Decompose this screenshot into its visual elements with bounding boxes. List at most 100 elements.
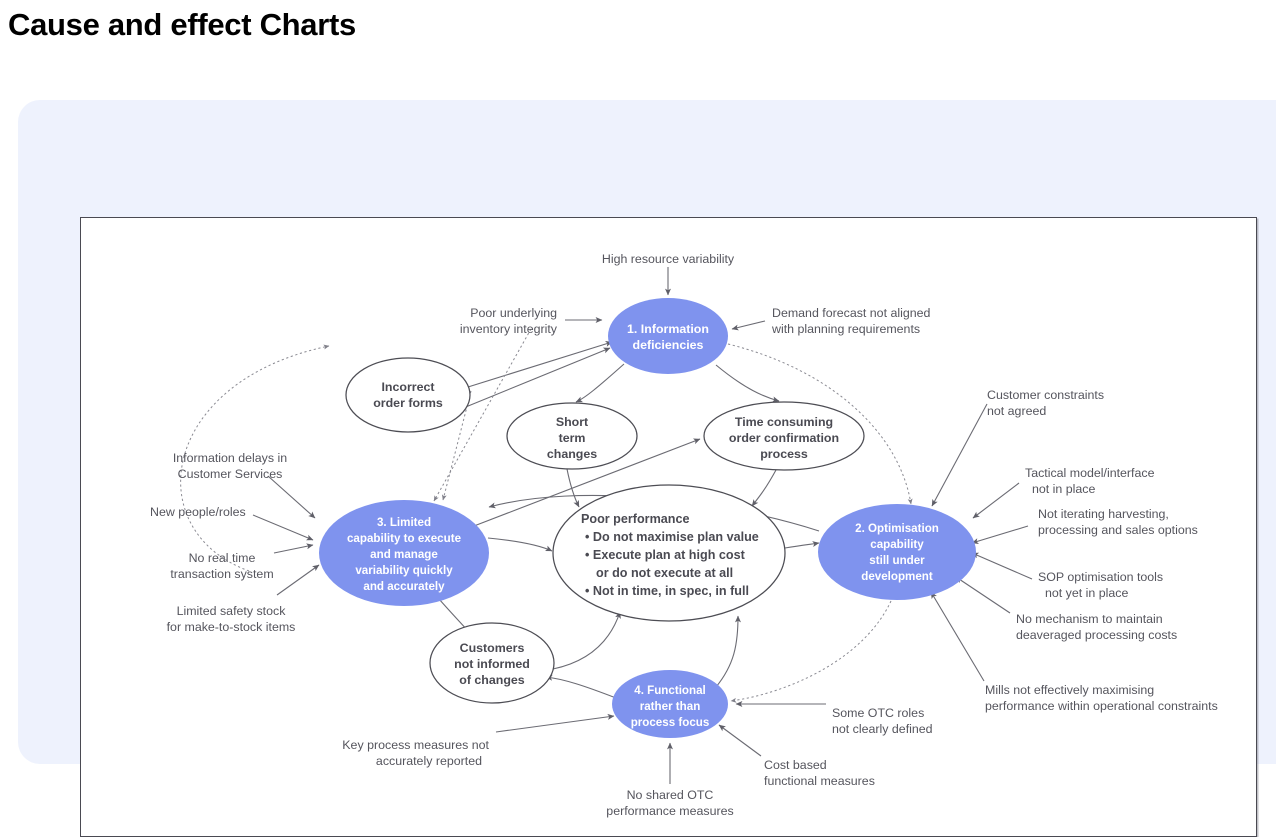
edge-tactical-to-n2 [972,482,1020,519]
cause-label-line: not yet in place [1045,586,1128,600]
poor-performance-bullet: • Not in time, in spec, in full [585,584,749,598]
node-label-line: process focus [631,716,710,729]
cause-label-line: Not iterating harvesting, [1038,507,1169,521]
edge-costbased-to-n4 [718,724,762,757]
node-label-line: 2. Optimisation [855,522,939,535]
edge-norealtime-to-n3 [273,543,314,554]
node-customers-not-informed[interactable]: Customers not informed of changes [429,622,555,704]
edge-deaveraged-to-n2 [955,576,1011,614]
node-shape [552,484,786,622]
node-label-line: still under [869,554,925,567]
node-3-limited-capability[interactable]: 3. Limited capability to execute and man… [319,500,489,606]
edge-n1-to-n2 [727,343,913,505]
node-label-line: capability [870,538,924,551]
cause-label-line: Tactical model/interface [1025,466,1155,480]
cause-label-some-otc-roles: Some OTC roles not clearly defined [832,706,933,736]
cause-label-mills-not-effectively-maximising: Mills not effectively maximising perform… [985,683,1218,713]
cause-label-no-mechanism-deaveraged-costs: No mechanism to maintain deaveraged proc… [1016,612,1177,642]
node-2-optimisation-capability[interactable]: 2. Optimisation capability still under d… [818,504,976,600]
node-shape [429,622,555,704]
edge-newpeople-to-n3 [252,514,314,541]
cause-label-poor-underlying-inventory-integrity: Poor underlying inventory integrity [460,306,558,336]
cause-label-line: No mechanism to maintain [1016,612,1163,626]
cause-label-line: performance within operational constrain… [985,699,1218,713]
edge-n1-to-timeconsuming [715,364,780,403]
node-poor-performance[interactable]: Poor performance • Do not maximise plan … [552,484,786,622]
cause-label-key-process-measures: Key process measures not accurately repo… [342,738,489,768]
node-label-line: Short [556,415,588,429]
cause-label-not-iterating-harvesting: Not iterating harvesting, processing and… [1038,507,1198,537]
node-shape [703,401,865,471]
poor-performance-bullet-cont: or do not execute at all [596,566,733,580]
cause-label-line: Some OTC roles [832,706,924,720]
cause-label-line: High resource variability [602,252,735,266]
edge-poorinv-to-n3 [433,328,532,502]
primary-node-layer: 1. Information deficiencies 2. Optimisat… [319,298,976,738]
node-shape [818,504,976,600]
diagram-panel: Incorrect order forms Short term changes… [80,217,1257,837]
cause-label-no-real-time-transaction-system: No real time transaction system [170,551,273,581]
node-label-line: and manage [370,548,438,561]
edge-timeconsuming-to-poorperf [751,469,777,507]
cause-label-line: deaveraged processing costs [1016,628,1177,642]
node-label-line: Customers [460,641,525,655]
poor-performance-bullet: • Execute plan at high cost [585,548,746,562]
edge-safetystock-to-n3 [276,564,320,596]
edge-custconstraints-to-n2 [931,403,988,507]
edge-keyprocess-to-n4 [495,713,615,733]
edge-orderforms-to-n1 [467,341,613,388]
cause-label-new-people-roles: New people/roles [150,505,246,519]
node-time-consuming-order-confirmation[interactable]: Time consuming order confirmation proces… [703,401,865,471]
node-label-line: 4. Functional [634,684,706,697]
cause-label-limited-safety-stock: Limited safety stock for make-to-stock i… [167,604,296,634]
node-shape [345,357,471,433]
node-4-functional-rather-than-process-focus[interactable]: 4. Functional rather than process focus [612,670,728,738]
cause-label-line: Customer constraints [987,388,1104,402]
cause-label-line: Mills not effectively maximising [985,683,1154,697]
node-label-line: order forms [373,396,443,410]
edge-n3-loop-to-orderforms [180,344,330,572]
poor-performance-heading: Poor performance [581,512,689,526]
cause-label-line: not agreed [987,404,1046,418]
edge-n2-to-n4 [730,600,892,703]
poor-performance-bullet: • Do not maximise plan value [585,530,759,544]
cause-label-line: Limited safety stock [177,604,287,618]
edge-n3-to-poorperf [487,537,553,552]
cause-label-line: functional measures [764,774,875,788]
cause-label-information-delays-customer-services: Information delays in Customer Services [173,451,287,481]
node-incorrect-order-forms[interactable]: Incorrect order forms [345,357,471,433]
cause-label-line: transaction system [170,567,273,581]
cause-label-line: Information delays in [173,451,287,465]
node-short-term-changes[interactable]: Short term changes [506,402,638,470]
node-label-line: changes [547,447,597,461]
edge-n4-to-poorperf [715,615,741,688]
cause-label-line: inventory integrity [460,322,558,336]
edge-n3-to-timeconsuming [473,438,701,527]
node-label-line: deficiencies [633,338,704,352]
cause-label-no-shared-otc-performance-measures: No shared OTC performance measures [606,788,733,818]
diagram-card: Incorrect order forms Short term changes… [18,100,1276,837]
cause-label-line: Customer Services [178,467,283,481]
edge-sop-to-n2 [971,552,1033,580]
cause-label-tactical-model-interface: Tactical model/interface not in place [1025,466,1155,496]
cause-label-line: performance measures [606,804,733,818]
cause-label-line: for make-to-stock items [167,620,296,634]
node-label-line: development [861,570,933,583]
page-title: Cause and effect Charts [8,7,356,42]
node-label-line: variability quickly [355,564,453,577]
node-label-line: order confirmation [729,431,839,445]
node-label-line: Time consuming [735,415,833,429]
open-node-layer: Incorrect order forms Short term changes… [345,357,865,704]
node-1-information-deficiencies[interactable]: 1. Information deficiencies [608,298,728,374]
edge-n4-to-customers [545,674,617,699]
node-label-line: Incorrect [381,380,434,394]
cause-label-line: No real time [189,551,256,565]
node-shape [612,670,728,738]
edge-infodelays-to-n3 [267,475,316,519]
cause-label-line: not clearly defined [832,722,933,736]
cause-label-line: accurately reported [376,754,482,768]
cause-label-line: processing and sales options [1038,523,1198,537]
cause-label-demand-forecast-not-aligned: Demand forecast not aligned with plannin… [771,306,931,336]
cause-label-sop-optimisation-tools: SOP optimisation tools not yet in place [1038,570,1163,600]
node-label-line: term [559,431,586,445]
